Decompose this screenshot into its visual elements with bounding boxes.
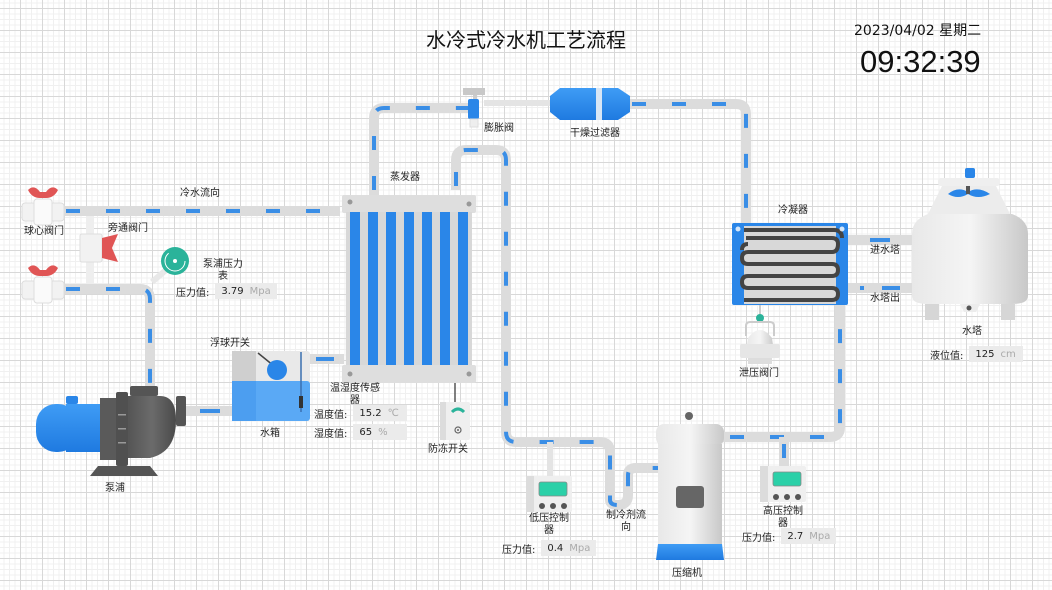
label-water-tank: 水箱 (260, 428, 280, 439)
label-low-pressure-ctrl: 低压控制器 (529, 513, 569, 536)
readout-unit: ℃ (387, 407, 399, 419)
ball-valve-bottom[interactable] (21, 265, 65, 304)
readout-box: 0.4 Mpa (541, 540, 597, 556)
readout-label: 湿度值: (314, 428, 348, 440)
label-water-tower: 水塔 (962, 326, 982, 337)
ball-valve-top[interactable] (21, 187, 65, 226)
date-display: 2023/04/02 星期二 (854, 23, 982, 39)
low-pressure-controller[interactable] (526, 476, 572, 512)
pipe-evaporator-to-compressor (451, 145, 660, 511)
label-ball-valve: 球心阀门 (24, 226, 64, 237)
label-evaporator: 蒸发器 (390, 172, 420, 183)
readout-value: 15.2 (359, 407, 382, 419)
expansion-valve[interactable] (463, 88, 485, 128)
readout-unit: % (378, 426, 388, 438)
label-th-sensor: 温湿度传感器 (330, 383, 380, 406)
relief-valve[interactable] (740, 314, 780, 364)
label-condenser: 冷凝器 (778, 205, 808, 216)
label-drier-filter: 干燥过滤器 (570, 128, 620, 139)
readout-box: 2.7 Mpa (781, 528, 837, 544)
label-relief-valve: 泄压阀门 (739, 368, 779, 379)
readout-box: 15.2 ℃ (353, 405, 408, 421)
label-high-pressure-ctrl: 高压控制器 (763, 506, 803, 529)
label-compressor: 压缩机 (672, 568, 702, 579)
label-pump-gauge: 泵浦压力表 (203, 259, 243, 282)
readout-humidity: 湿度值: 65% (314, 424, 408, 440)
readout-value: 2.7 (787, 530, 804, 542)
bypass-valve[interactable] (79, 233, 118, 263)
readout-box: 65% (353, 424, 408, 440)
readout-temperature: 温度值: 15.2 ℃ (314, 405, 408, 421)
readout-unit: Mpa (809, 530, 831, 542)
label-float-switch: 浮球开关 (210, 338, 250, 349)
pipe-evaporator-to-expansion (369, 103, 470, 197)
readout-value: 0.4 (547, 542, 564, 554)
page-title: 水冷式冷水机工艺流程 (426, 28, 626, 52)
water-tank (232, 351, 310, 421)
readout-label: 压力值: (176, 287, 210, 299)
pipe-filter-to-condenser (628, 99, 751, 224)
readout-box: 3.79 Mpa (215, 283, 277, 299)
evaporator[interactable] (342, 195, 476, 383)
label-refrigerant-flow: 制冷剂流向 (606, 510, 646, 533)
readout-pump-pressure: 压力值: 3.79 Mpa (176, 283, 277, 299)
readout-box: 125 cm (969, 346, 1024, 362)
label-pump: 泵浦 (105, 483, 125, 494)
label-antifreeze-switch: 防冻开关 (428, 444, 468, 455)
valve-handle-icon[interactable] (102, 234, 118, 262)
readout-unit: cm (1000, 348, 1016, 360)
label-cold-water-flow: 冷水流向 (180, 188, 220, 199)
readout-tower-level: 液位值: 125 cm (930, 346, 1024, 362)
valve-handle-icon[interactable] (28, 187, 58, 198)
valve-handle-icon[interactable] (28, 265, 58, 276)
condenser[interactable] (732, 223, 848, 305)
readout-unit: Mpa (569, 542, 591, 554)
label-bypass-valve: 旁通阀门 (108, 223, 148, 234)
compressor[interactable] (656, 412, 724, 560)
readout-value: 125 (975, 348, 995, 360)
antifreeze-switch[interactable] (440, 402, 470, 440)
high-pressure-controller[interactable] (760, 466, 806, 502)
pipe-pump-suction (62, 284, 155, 388)
readout-label: 压力值: (742, 532, 776, 544)
pipe-compressor-to-condenser (716, 300, 845, 442)
float-ball (267, 360, 287, 380)
pump[interactable] (36, 386, 186, 476)
label-tower-in: 进水塔 (870, 245, 900, 256)
readout-value: 3.79 (221, 285, 244, 297)
readout-low-pressure: 压力值: 0.4 Mpa (502, 540, 597, 556)
clock-display: 09:32:39 (860, 44, 981, 79)
readout-label: 温度值: (314, 409, 348, 421)
readout-label: 压力值: (502, 544, 536, 556)
readout-label: 液位值: (930, 350, 964, 362)
pump-pressure-gauge (161, 247, 189, 275)
readout-high-pressure: 压力值: 2.7 Mpa (742, 528, 837, 544)
gauge-stem (150, 267, 168, 285)
readout-value: 65 (359, 426, 373, 438)
label-tower-out: 水塔出 (870, 293, 900, 304)
readout-unit: Mpa (249, 285, 271, 297)
drier-filter[interactable] (550, 88, 630, 120)
water-tower[interactable] (912, 168, 1028, 320)
label-expansion-valve: 膨胀阀 (484, 123, 514, 134)
pipes (62, 99, 914, 511)
